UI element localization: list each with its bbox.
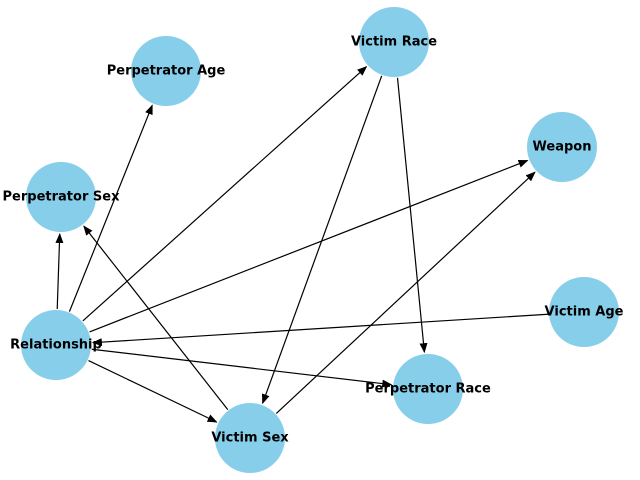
node-circle xyxy=(21,310,91,380)
edge-relationship-to-perpetrator-race xyxy=(91,348,393,388)
node-victim-age: Victim Age xyxy=(545,277,624,347)
edge-relationship-to-perpetrator-sex xyxy=(55,232,64,310)
edge-relationship-to-victim-sex xyxy=(88,360,218,423)
node-circle xyxy=(26,162,96,232)
edge-victim-race-to-victim-sex xyxy=(261,75,383,405)
node-circle xyxy=(527,112,597,182)
edge-victim-race-to-perpetrator-race xyxy=(396,77,428,354)
node-label: Victim Sex xyxy=(211,431,289,446)
node-circle xyxy=(359,7,429,77)
node-label: Relationship xyxy=(10,338,102,353)
edge-victim-age-to-relationship xyxy=(91,313,549,347)
node-circle xyxy=(215,403,285,473)
node-circle xyxy=(393,354,463,424)
node-perpetrator-sex: Perpetrator Sex xyxy=(3,162,121,232)
node-circle xyxy=(549,277,619,347)
node-label: Victim Age xyxy=(545,305,624,320)
node-label: Weapon xyxy=(533,140,592,155)
edge-relationship-to-weapon xyxy=(89,159,529,333)
edge-relationship-to-victim-race xyxy=(82,66,368,322)
node-label: Perpetrator Age xyxy=(107,64,226,79)
node-label: Perpetrator Sex xyxy=(3,190,121,205)
edge-relationship-to-perpetrator-age xyxy=(68,104,153,312)
node-perpetrator-race: Perpetrator Race xyxy=(365,354,491,424)
node-circle xyxy=(131,36,201,106)
edges-layer xyxy=(55,66,549,423)
node-label: Victim Race xyxy=(351,35,437,50)
edge-victim-sex-to-perpetrator-sex xyxy=(83,225,229,411)
node-perpetrator-age: Perpetrator Age xyxy=(107,36,226,106)
node-victim-sex: Victim Sex xyxy=(211,403,289,473)
node-victim-race: Victim Race xyxy=(351,7,437,77)
node-weapon: Weapon xyxy=(527,112,597,182)
node-label: Perpetrator Race xyxy=(365,382,491,397)
edge-victim-sex-to-weapon xyxy=(275,171,536,414)
node-relationship: Relationship xyxy=(10,310,102,380)
